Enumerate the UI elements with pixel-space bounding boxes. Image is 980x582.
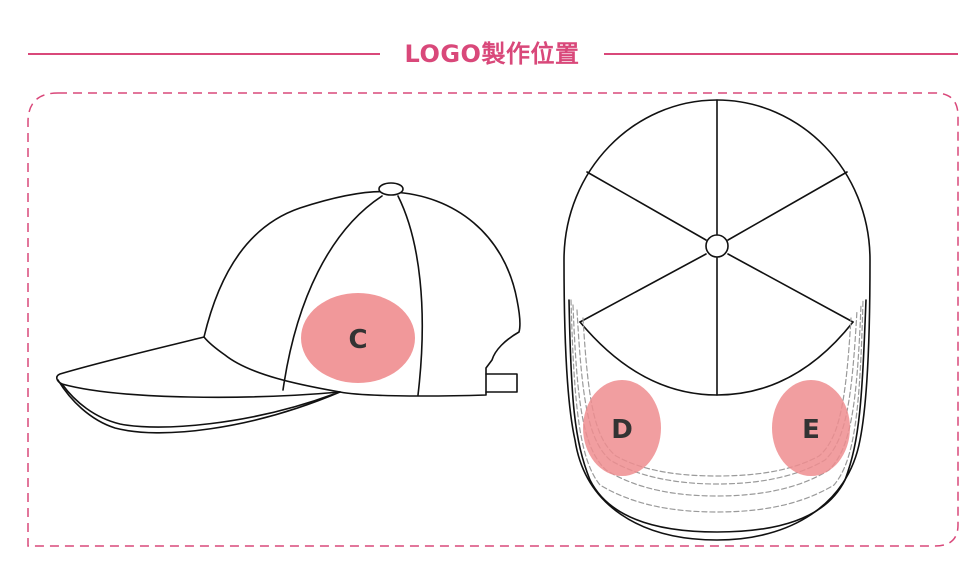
cap-side-view: [56, 182, 521, 434]
seam-3: [727, 171, 848, 241]
crown-outline: [203, 190, 521, 397]
seam-side: [397, 195, 424, 396]
header-rule-right: [604, 53, 958, 55]
button-top: [378, 182, 404, 196]
marker-c-area: [301, 293, 415, 383]
marker-e[interactable]: E: [772, 380, 850, 476]
marker-d-area: [583, 380, 661, 476]
seam-5: [727, 253, 854, 323]
dashed-frame: [27, 92, 959, 547]
marker-d-label: D: [611, 415, 633, 445]
seam-front: [282, 195, 383, 391]
seam-4: [579, 253, 707, 323]
marker-c[interactable]: C: [301, 293, 415, 383]
section-header: LOGO製作位置: [0, 0, 980, 100]
marker-e-label: E: [802, 415, 820, 445]
brim-edge: [61, 383, 335, 428]
seam-2: [586, 171, 707, 241]
brim-outline: [563, 99, 871, 541]
back-strap: [485, 373, 518, 393]
button-center: [705, 234, 729, 258]
page-title: LOGO製作位置: [404, 40, 580, 68]
marker-d[interactable]: D: [583, 380, 661, 476]
marker-c-label: C: [348, 325, 367, 355]
marker-e-area: [772, 380, 850, 476]
cap-top-view: [563, 99, 871, 541]
brim-top: [56, 336, 341, 399]
header-rule-left: [28, 53, 380, 55]
brim-under: [57, 379, 341, 434]
brim-inner-edge: [568, 299, 867, 533]
